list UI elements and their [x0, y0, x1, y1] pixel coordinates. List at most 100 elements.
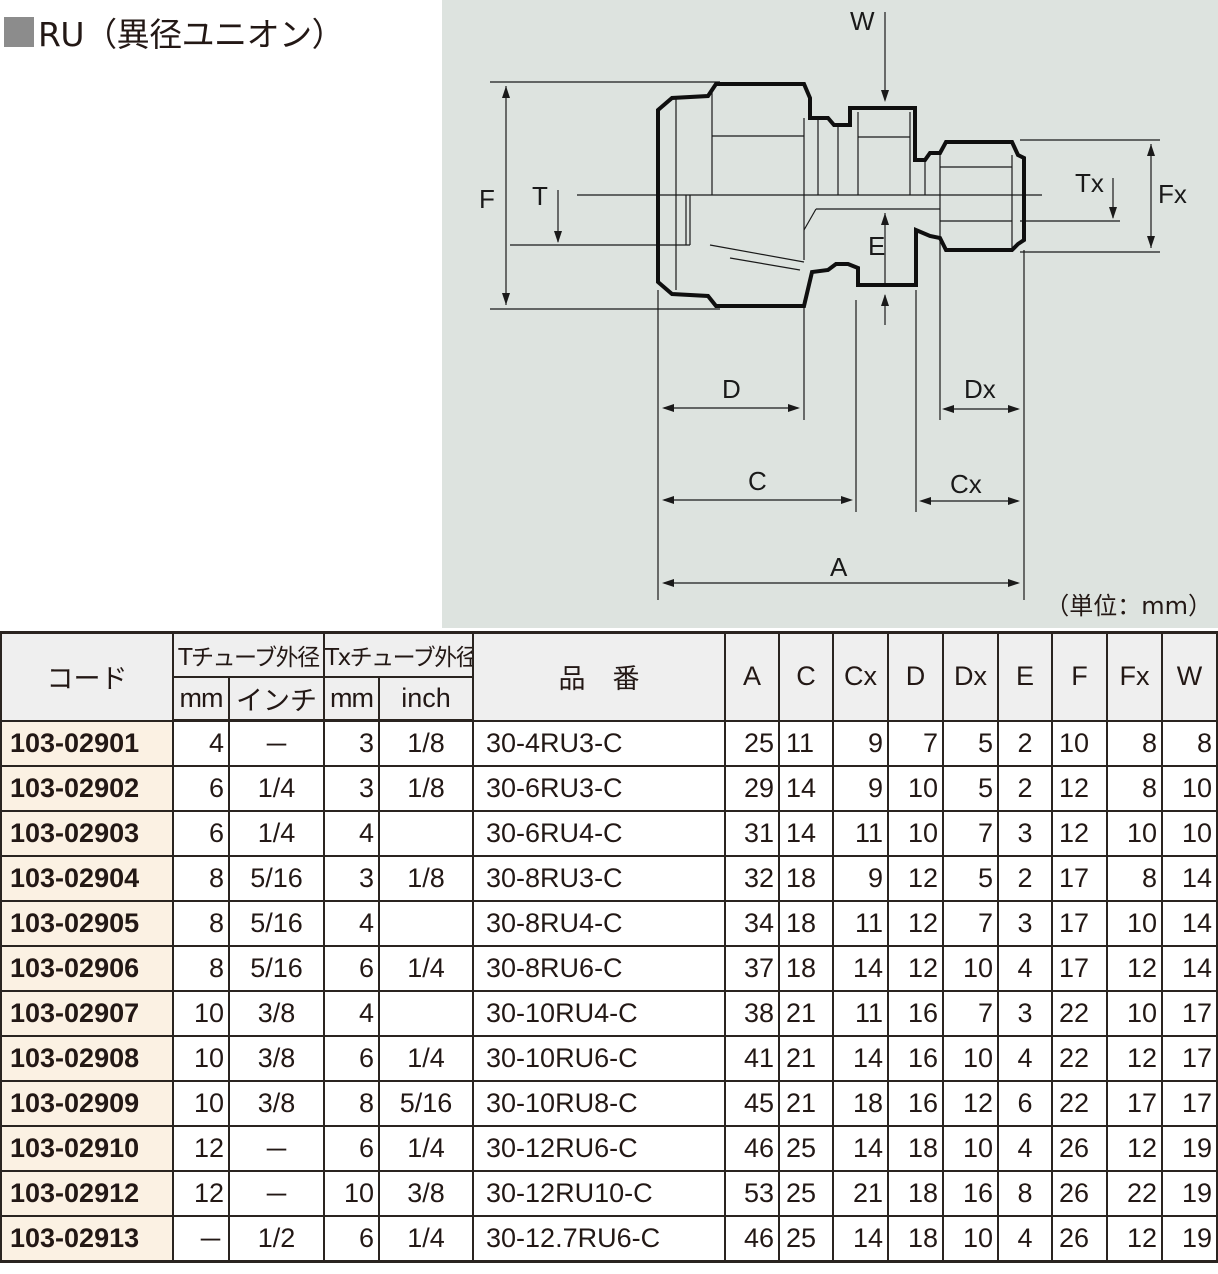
table-row: 103-02909 10 3/8 8 5/16 30-10RU8-C 45 21…	[0, 1080, 1218, 1127]
cell-code: 103-02909	[0, 1080, 174, 1127]
cell-e: 3	[997, 900, 1054, 947]
cell-e: 4	[997, 945, 1054, 992]
cell-a: 46	[724, 1215, 781, 1263]
cell-f: 26	[1051, 1125, 1109, 1172]
cell-tx-inch: 1/4	[378, 1215, 475, 1263]
cell-tx-mm: 8	[323, 1080, 381, 1127]
header-part-no: 品 番	[472, 631, 727, 722]
table-row: 103-02905 8 5/16 4 30-8RU4-C 34 18 11 12…	[0, 900, 1218, 947]
cell-code: 103-02902	[0, 765, 174, 812]
label-tx: Tx	[1075, 168, 1104, 198]
cell-tx-inch	[378, 990, 475, 1037]
cell-c: 25	[778, 1170, 835, 1217]
header-cx: Cx	[832, 631, 890, 722]
cell-part-no: 30-10RU4-C	[472, 990, 727, 1037]
cell-c: 11	[778, 719, 835, 767]
header-w: W	[1161, 631, 1218, 722]
cell-w: 17	[1161, 1035, 1218, 1082]
label-dx: Dx	[964, 374, 996, 404]
cell-tx-mm: 3	[323, 719, 381, 767]
cell-fx: 10	[1106, 990, 1164, 1037]
cell-tx-mm: 6	[323, 945, 381, 992]
cell-t-inch: 3/8	[227, 1035, 326, 1082]
cell-t-mm: 4	[172, 719, 230, 767]
cell-w: 10	[1161, 810, 1218, 857]
cell-tx-inch: 5/16	[378, 1080, 475, 1127]
cell-a: 25	[724, 719, 781, 767]
cell-c: 25	[778, 1125, 835, 1172]
cell-cx: 21	[832, 1170, 890, 1217]
cell-e: 2	[997, 855, 1054, 902]
cell-code: 103-02907	[0, 990, 174, 1037]
table-row: 103-02902 6 1/4 3 1/8 30-6RU3-C 29 14 9 …	[0, 765, 1218, 812]
cell-part-no: 30-6RU3-C	[472, 765, 727, 812]
cell-d: 18	[887, 1170, 945, 1217]
cell-tx-inch: 1/8	[378, 855, 475, 902]
header-tx-inch: inch	[378, 676, 475, 722]
cell-e: 4	[997, 1125, 1054, 1172]
cell-fx: 10	[1106, 810, 1164, 857]
cell-cx: 11	[832, 900, 890, 947]
cell-d: 12	[887, 900, 945, 947]
cell-w: 17	[1161, 1080, 1218, 1127]
header-d: D	[887, 631, 945, 722]
cell-f: 10	[1051, 719, 1109, 767]
cell-tx-mm: 4	[323, 990, 381, 1037]
spec-table: コード Tチューブ外径 Txチューブ外径 品 番 A C Cx D Dx E F…	[0, 631, 1218, 1263]
cell-dx: 5	[942, 765, 1000, 812]
cell-e: 8	[997, 1170, 1054, 1217]
cell-cx: 14	[832, 945, 890, 992]
label-c: C	[748, 466, 767, 496]
cell-cx: 9	[832, 719, 890, 767]
cell-fx: 17	[1106, 1080, 1164, 1127]
cell-code: 103-02908	[0, 1035, 174, 1082]
cell-c: 21	[778, 1080, 835, 1127]
cell-cx: 18	[832, 1080, 890, 1127]
cell-cx: 9	[832, 765, 890, 812]
table-row: 103-02907 10 3/8 4 30-10RU4-C 38 21 11 1…	[0, 990, 1218, 1037]
cell-t-mm: 10	[172, 1080, 230, 1127]
cell-cx: 14	[832, 1035, 890, 1082]
title-text: RU（異径ユニオン）	[38, 15, 345, 54]
cell-t-inch: －	[227, 1125, 326, 1172]
cell-f: 22	[1051, 1035, 1109, 1082]
cell-w: 14	[1161, 945, 1218, 992]
cell-code: 103-02901	[0, 719, 174, 767]
header-tx-mm: mm	[323, 676, 381, 722]
cell-f: 12	[1051, 765, 1109, 812]
cell-t-mm: 12	[172, 1125, 230, 1172]
cell-t-mm: 10	[172, 990, 230, 1037]
table-row: 103-02912 12 － 10 3/8 30-12RU10-C 53 25 …	[0, 1170, 1218, 1217]
cell-t-inch: 3/8	[227, 990, 326, 1037]
cell-f: 17	[1051, 900, 1109, 947]
cell-e: 2	[997, 719, 1054, 767]
table-row: 103-02910 12 － 6 1/4 30-12RU6-C 46 25 14…	[0, 1125, 1218, 1172]
cell-e: 6	[997, 1080, 1054, 1127]
cell-w: 19	[1161, 1215, 1218, 1263]
cell-part-no: 30-4RU3-C	[472, 719, 727, 767]
cell-c: 18	[778, 855, 835, 902]
cell-cx: 14	[832, 1215, 890, 1263]
table-row: 103-02913 － 1/2 6 1/4 30-12.7RU6-C 46 25…	[0, 1215, 1218, 1263]
header-dx: Dx	[942, 631, 1000, 722]
cell-t-mm: －	[172, 1215, 230, 1263]
cell-d: 16	[887, 990, 945, 1037]
cell-c: 18	[778, 945, 835, 992]
cell-tx-inch: 3/8	[378, 1170, 475, 1217]
cell-c: 18	[778, 900, 835, 947]
cell-dx: 7	[942, 810, 1000, 857]
cell-c: 21	[778, 990, 835, 1037]
cell-w: 14	[1161, 900, 1218, 947]
cell-t-inch: 5/16	[227, 855, 326, 902]
cell-t-mm: 6	[172, 765, 230, 812]
cell-tx-inch: 1/4	[378, 1125, 475, 1172]
header-t-inch: インチ	[227, 676, 326, 722]
cell-t-inch: 1/4	[227, 765, 326, 812]
cell-w: 10	[1161, 765, 1218, 812]
cell-part-no: 30-12.7RU6-C	[472, 1215, 727, 1263]
cell-code: 103-02912	[0, 1170, 174, 1217]
cell-dx: 10	[942, 1125, 1000, 1172]
cell-t-mm: 12	[172, 1170, 230, 1217]
cell-e: 2	[997, 765, 1054, 812]
cell-f: 17	[1051, 855, 1109, 902]
